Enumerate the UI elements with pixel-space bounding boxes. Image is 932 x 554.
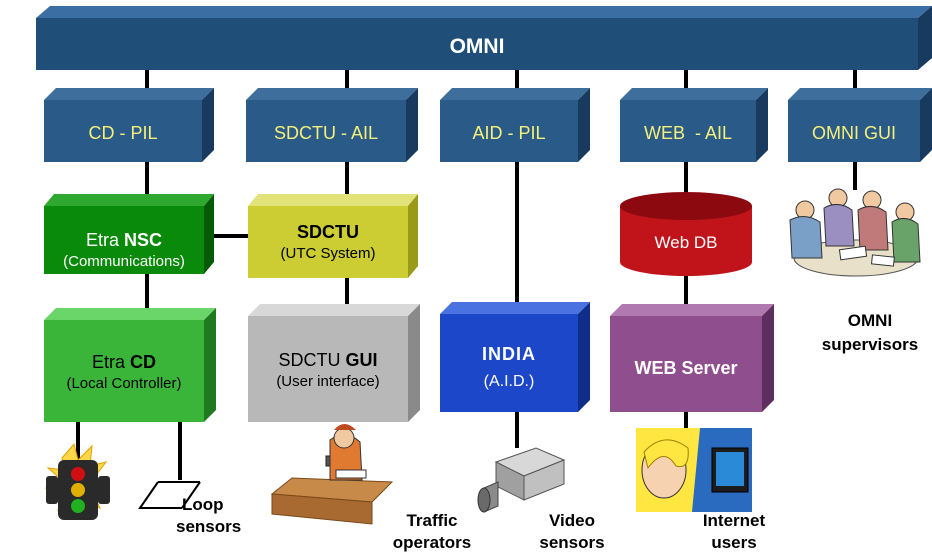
adapter-sdctu-ail: SDCTU - AIL bbox=[246, 88, 418, 162]
web-server-label: WEB Server bbox=[634, 358, 737, 378]
adapter-aid-pil-label: AID - PIL bbox=[472, 123, 545, 143]
adapter-sdctu-ail-label: SDCTU - AIL bbox=[274, 123, 378, 143]
caption-video-sensors: Video sensors bbox=[539, 511, 604, 552]
etra-nsc-title: Etra NSC bbox=[86, 230, 162, 250]
adapter-omni-gui-label: OMNI GUI bbox=[812, 123, 896, 143]
internet-user-illustration bbox=[636, 428, 752, 512]
caption-loop-line2: sensors bbox=[176, 517, 241, 536]
web-db-label: Web DB bbox=[655, 233, 718, 252]
traffic-operator-illustration bbox=[270, 424, 394, 525]
omni-bus-label: OMNI bbox=[450, 35, 505, 58]
etra-cd-box: Etra CD (Local Controller) bbox=[44, 308, 216, 422]
etra-nsc-subtitle: (Communications) bbox=[63, 253, 185, 270]
sdctu-gui-prefix: SDCTU bbox=[278, 350, 345, 370]
supervisors-illustration bbox=[789, 188, 921, 277]
caption-internet-line2: users bbox=[711, 533, 756, 552]
adapter-omni-gui: OMNI GUI bbox=[788, 88, 932, 162]
india-title: INDIA bbox=[482, 344, 536, 364]
sdctu-gui-title: SDCTU GUI bbox=[278, 350, 377, 370]
sdctu-box: SDCTU (UTC System) bbox=[248, 194, 418, 278]
caption-loop-line1: Loop bbox=[182, 495, 224, 514]
web-db-cylinder: Web DB bbox=[620, 192, 752, 276]
sdctu-gui-bold: GUI bbox=[345, 350, 377, 370]
sdctu-gui-subtitle: (User interface) bbox=[276, 373, 379, 390]
etra-cd-subtitle: (Local Controller) bbox=[66, 375, 181, 392]
video-camera-illustration bbox=[477, 447, 566, 513]
sdctu-title: SDCTU bbox=[297, 222, 359, 242]
etra-cd-title: Etra CD bbox=[92, 352, 156, 372]
caption-video-line1: Video bbox=[549, 511, 595, 530]
sdctu-subtitle: (UTC System) bbox=[281, 245, 376, 262]
etra-nsc-bold: NSC bbox=[124, 230, 162, 250]
adapter-web-ail: WEB - AIL bbox=[620, 88, 768, 162]
caption-traffic-line2: operators bbox=[393, 533, 471, 552]
caption-internet-line1: Internet bbox=[703, 511, 766, 530]
adapter-web-ail-label: WEB - AIL bbox=[644, 123, 732, 143]
caption-traffic-line1: Traffic bbox=[406, 511, 457, 530]
etra-nsc-prefix: Etra bbox=[86, 230, 124, 250]
adapter-aid-pil: AID - PIL bbox=[440, 88, 590, 162]
loop-sensor-icon bbox=[138, 481, 201, 509]
caption-supervisors-line2: supervisors bbox=[822, 335, 918, 354]
omni-bus: OMNI bbox=[36, 6, 932, 70]
caption-supervisors-line1: OMNI bbox=[848, 311, 892, 330]
caption-omni-supervisors: OMNI supervisors bbox=[822, 311, 918, 354]
web-server-box: WEB Server bbox=[610, 304, 774, 412]
adapter-cd-pil: CD - PIL bbox=[44, 88, 214, 162]
etra-cd-prefix: Etra bbox=[92, 352, 130, 372]
india-box: INDIA (A.I.D.) bbox=[440, 302, 590, 412]
sdctu-gui-box: SDCTU GUI (User interface) bbox=[248, 304, 420, 422]
etra-nsc-box: Etra NSC (Communications) bbox=[44, 194, 214, 274]
caption-loop-sensors: Loop sensors bbox=[176, 495, 241, 536]
traffic-light-illustration bbox=[44, 442, 110, 520]
adapter-cd-pil-label: CD - PIL bbox=[88, 123, 157, 143]
caption-video-line2: sensors bbox=[539, 533, 604, 552]
etra-cd-bold: CD bbox=[130, 352, 156, 372]
india-subtitle: (A.I.D.) bbox=[484, 373, 535, 390]
caption-internet-users: Internet users bbox=[703, 511, 766, 552]
caption-traffic-operators: Traffic operators bbox=[393, 511, 471, 552]
